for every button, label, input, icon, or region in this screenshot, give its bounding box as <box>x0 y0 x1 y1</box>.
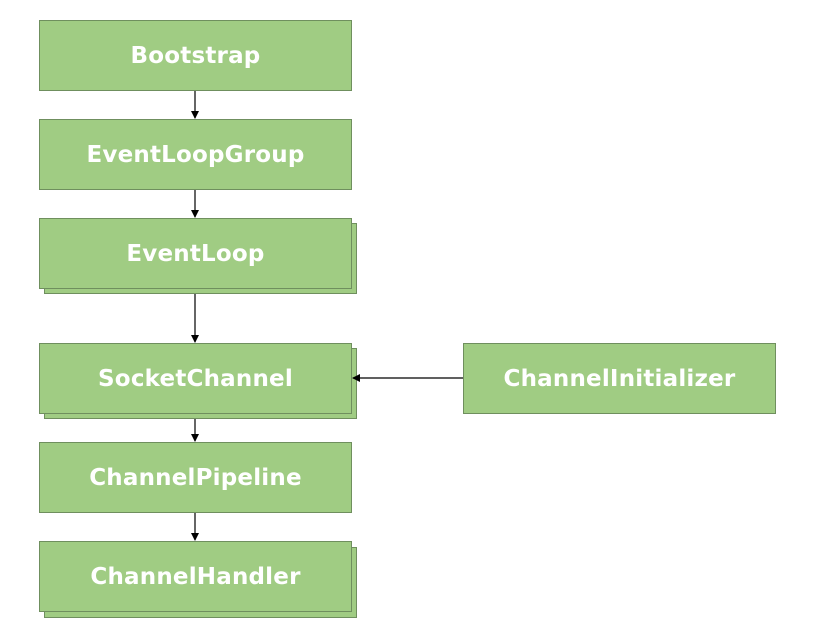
bootstrap-node: Bootstrap <box>39 20 352 91</box>
socketchannel-node: SocketChannel <box>39 343 352 414</box>
eventloopgroup-node: EventLoopGroup <box>39 119 352 190</box>
channelinitializer-node: ChannelInitializer <box>463 343 776 414</box>
eventloopgroup-label: EventLoopGroup <box>86 141 305 168</box>
channelpipeline-node: ChannelPipeline <box>39 442 352 513</box>
channelhandler-label: ChannelHandler <box>90 563 301 590</box>
eventloop-label: EventLoop <box>126 240 265 267</box>
channelhandler-node: ChannelHandler <box>39 541 352 612</box>
socketchannel-label: SocketChannel <box>98 365 293 392</box>
eventloop-node: EventLoop <box>39 218 352 289</box>
channelinitializer-label: ChannelInitializer <box>503 365 736 392</box>
bootstrap-label: Bootstrap <box>130 42 261 69</box>
channelpipeline-label: ChannelPipeline <box>89 464 302 491</box>
